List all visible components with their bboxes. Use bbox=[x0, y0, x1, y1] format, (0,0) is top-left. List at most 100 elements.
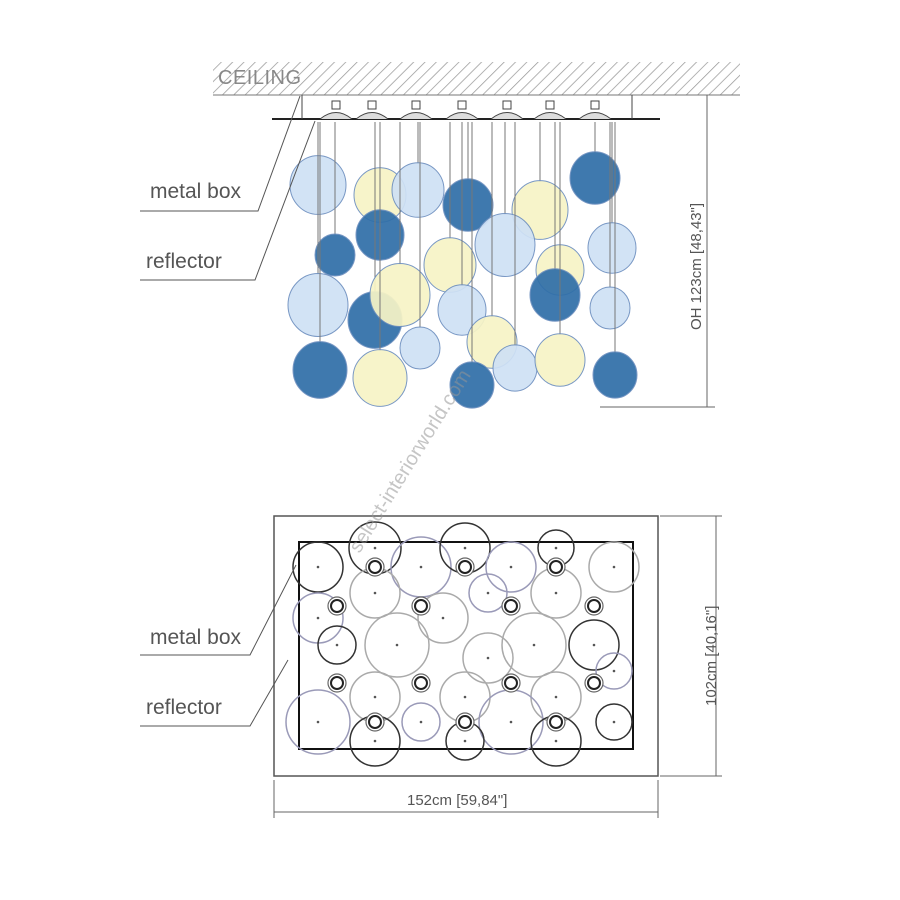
globe-center-dot bbox=[592, 643, 596, 647]
glass-globe bbox=[399, 326, 441, 370]
globe-center-dot bbox=[419, 720, 423, 724]
globe-footprint bbox=[317, 625, 357, 665]
globe-center-dot bbox=[441, 616, 445, 620]
glass-globe bbox=[569, 151, 621, 205]
globe-center-dot bbox=[554, 695, 558, 699]
canopy-icon bbox=[411, 100, 421, 110]
globe-footprint bbox=[401, 702, 441, 742]
canopy-socket-inner bbox=[458, 560, 472, 574]
globe-center-dot bbox=[612, 565, 616, 569]
globe-center-dot bbox=[335, 643, 339, 647]
globe-center-dot bbox=[463, 695, 467, 699]
height-dimension: OH 123cm [48,43"] bbox=[688, 202, 705, 330]
globe-center-dot bbox=[463, 739, 467, 743]
globe-footprint bbox=[588, 541, 640, 593]
canopy-socket-inner bbox=[504, 676, 518, 690]
globe-footprint bbox=[292, 541, 344, 593]
canopy-icon bbox=[445, 112, 479, 120]
glass-globe bbox=[391, 162, 445, 218]
leader-lines bbox=[140, 95, 316, 727]
glass-globe bbox=[589, 286, 631, 330]
canopy-socket-inner bbox=[549, 715, 563, 729]
glass-globe bbox=[314, 233, 356, 277]
depth-dimension: 102cm [40,16"] bbox=[703, 605, 720, 706]
metal-box-outline bbox=[298, 541, 634, 750]
glass-globe bbox=[442, 178, 494, 232]
canopy-socket-inner bbox=[587, 599, 601, 613]
globe-footprint bbox=[568, 619, 620, 671]
canopy-socket-inner bbox=[330, 676, 344, 690]
glass-globe bbox=[587, 222, 637, 274]
plan-reflector-label: reflector bbox=[146, 696, 222, 719]
glass-globe bbox=[369, 263, 431, 327]
canopy-icon bbox=[355, 112, 389, 120]
width-dimension: 152cm [59,84"] bbox=[407, 792, 508, 809]
canopy-icon bbox=[399, 112, 433, 120]
canopy-icon bbox=[578, 112, 612, 120]
ceiling-hatch bbox=[213, 62, 740, 95]
canopy-socket-inner bbox=[549, 560, 563, 574]
glass-globe bbox=[529, 268, 581, 322]
globe-footprint bbox=[285, 689, 351, 755]
canopy-icon bbox=[319, 112, 353, 120]
canopy-socket-inner bbox=[414, 676, 428, 690]
canopy-socket-inner bbox=[368, 715, 382, 729]
canopy-socket-inner bbox=[330, 599, 344, 613]
globe-footprint bbox=[485, 541, 537, 593]
glass-globe bbox=[437, 284, 487, 336]
globe-center-dot bbox=[373, 695, 377, 699]
globe-center-dot bbox=[316, 565, 320, 569]
globe-center-dot bbox=[316, 616, 320, 620]
globe-footprint bbox=[364, 612, 430, 678]
reflector-outline bbox=[273, 515, 659, 777]
globe-center-dot bbox=[419, 565, 423, 569]
canopy-icon bbox=[490, 112, 524, 120]
globe-footprint bbox=[468, 573, 508, 613]
glass-globe bbox=[352, 349, 408, 407]
glass-globe bbox=[292, 341, 348, 399]
glass-globe bbox=[474, 213, 536, 277]
globe-center-dot bbox=[612, 669, 616, 673]
glass-globe bbox=[287, 273, 349, 337]
globe-footprint bbox=[595, 652, 633, 690]
globe-center-dot bbox=[509, 720, 513, 724]
globe-footprint bbox=[417, 592, 469, 644]
globe-center-dot bbox=[395, 643, 399, 647]
globe-center-dot bbox=[373, 591, 377, 595]
dimension-lines bbox=[273, 95, 722, 818]
globe-center-dot bbox=[532, 643, 536, 647]
globe-center-dot bbox=[486, 656, 490, 660]
canopy-icon bbox=[367, 100, 377, 110]
plan-metal-box-label: metal box bbox=[150, 626, 242, 649]
globe-footprint bbox=[501, 612, 567, 678]
canopy-icon bbox=[457, 100, 467, 110]
globe-footprint bbox=[595, 703, 633, 741]
canopy-socket-inner bbox=[504, 599, 518, 613]
reflector-label: reflector bbox=[146, 250, 222, 273]
canopy-socket-inner bbox=[368, 560, 382, 574]
globe-center-dot bbox=[486, 591, 490, 595]
globe-center-dot bbox=[554, 546, 558, 550]
ceiling-label: CEILING bbox=[218, 67, 302, 89]
globe-footprint bbox=[462, 632, 514, 684]
canopy-icon bbox=[590, 100, 600, 110]
globe-center-dot bbox=[316, 720, 320, 724]
globe-center-dot bbox=[554, 739, 558, 743]
canopy-socket-inner bbox=[458, 715, 472, 729]
globe-center-dot bbox=[373, 739, 377, 743]
glass-globe bbox=[492, 344, 538, 392]
globe-center-dot bbox=[509, 565, 513, 569]
globe-center-dot bbox=[463, 546, 467, 550]
glass-globe bbox=[423, 237, 477, 293]
glass-globe bbox=[592, 351, 638, 399]
canopy-icon bbox=[533, 112, 567, 120]
canopy-icon bbox=[331, 100, 341, 110]
glass-globe bbox=[534, 333, 586, 387]
globe-center-dot bbox=[554, 591, 558, 595]
canopy-icon bbox=[502, 100, 512, 110]
globe-center-dot bbox=[612, 720, 616, 724]
globe-center-dot bbox=[373, 546, 377, 550]
canopy-socket-inner bbox=[587, 676, 601, 690]
